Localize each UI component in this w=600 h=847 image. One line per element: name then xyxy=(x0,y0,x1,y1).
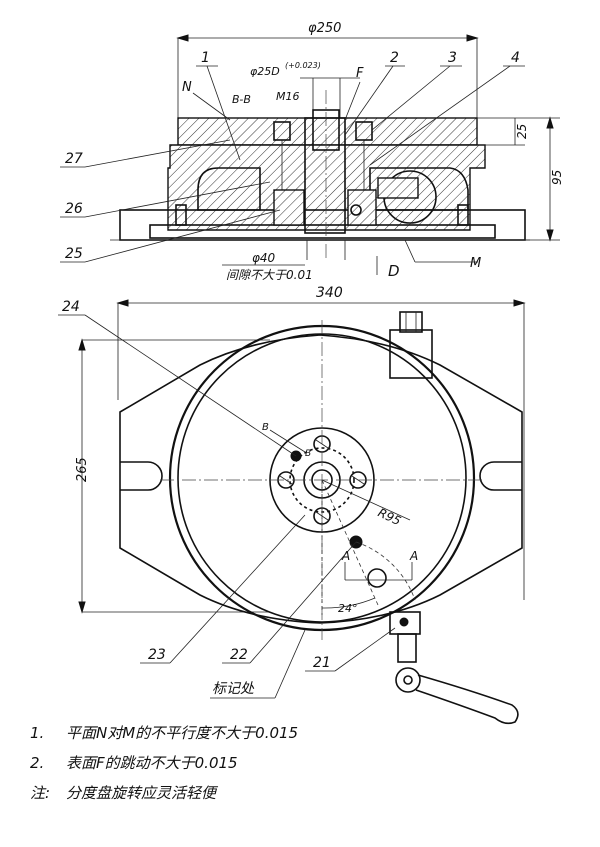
part-4: 4 xyxy=(511,50,520,66)
note-1-number: 1. xyxy=(30,724,45,742)
note-3-label: 注: xyxy=(30,784,51,802)
note-2: 2. 表面F的跳动不大于0.015 xyxy=(30,748,570,778)
pin-diameter-dim: φ40 xyxy=(252,251,276,265)
part-26: 26 xyxy=(65,201,83,217)
part-27: 27 xyxy=(65,151,83,167)
part-25: 25 xyxy=(65,246,83,262)
clearance-note: 间隙不大于0.01 xyxy=(226,268,313,282)
technical-notes: 1. 平面N对M的不平行度不大于0.015 2. 表面F的跳动不大于0.015 注:… xyxy=(30,718,570,808)
overall-height-dim: 95 xyxy=(550,170,564,185)
note-3: 注: 分度盘旋转应灵活轻便 xyxy=(30,778,570,808)
bore-tol: (+0.023) xyxy=(285,61,321,70)
plate-thickness-dim: 25 xyxy=(515,124,529,139)
label-B: B xyxy=(262,422,269,433)
note-3-text: 分度盘旋转应灵活轻便 xyxy=(66,784,217,802)
note-2-number: 2. xyxy=(30,754,45,772)
part-1: 1 xyxy=(201,50,210,66)
label-F: F xyxy=(356,66,364,81)
note-1: 1. 平面N对M的不平行度不大于0.015 xyxy=(30,718,570,748)
part-23: 23 xyxy=(148,647,166,663)
label-B2: B xyxy=(305,449,311,459)
top-part-callouts: 1 2 3 4 27 26 25 xyxy=(60,50,525,263)
overall-diameter-dim: φ250 xyxy=(308,21,341,36)
label-A-right: A xyxy=(409,549,418,563)
bore-dim: φ25D xyxy=(250,65,280,78)
angle-dim: 24° xyxy=(338,602,358,615)
base-depth-dim: 265 xyxy=(75,457,90,482)
part-21: 21 xyxy=(313,655,331,671)
part-22: 22 xyxy=(230,647,248,663)
section-label: B-B xyxy=(232,93,251,106)
base-width-dim: 340 xyxy=(316,285,343,301)
label-N: N xyxy=(182,80,192,95)
label-M: M xyxy=(470,256,481,271)
label-A-left: A xyxy=(341,549,350,563)
note-2-text: 表面F的跳动不大于0.015 xyxy=(66,754,238,772)
part-24: 24 xyxy=(62,299,80,315)
part-2: 2 xyxy=(390,50,399,66)
radius-dim: R95 xyxy=(376,505,403,528)
plan-part-callouts: 24 23 22 21 标记处 xyxy=(58,299,396,699)
note-1-text: 平面N对M的不平行度不大于0.015 xyxy=(66,724,299,742)
mark-note: 标记处 xyxy=(212,681,255,697)
label-D: D xyxy=(388,262,400,280)
part-3: 3 xyxy=(448,50,457,66)
plan-view: 340 265 R95 B xyxy=(75,285,526,725)
section-view: φ250 φ25D (+0.023) B-B M16 F xyxy=(110,21,564,282)
ring-thread-dim: M16 xyxy=(276,90,300,103)
